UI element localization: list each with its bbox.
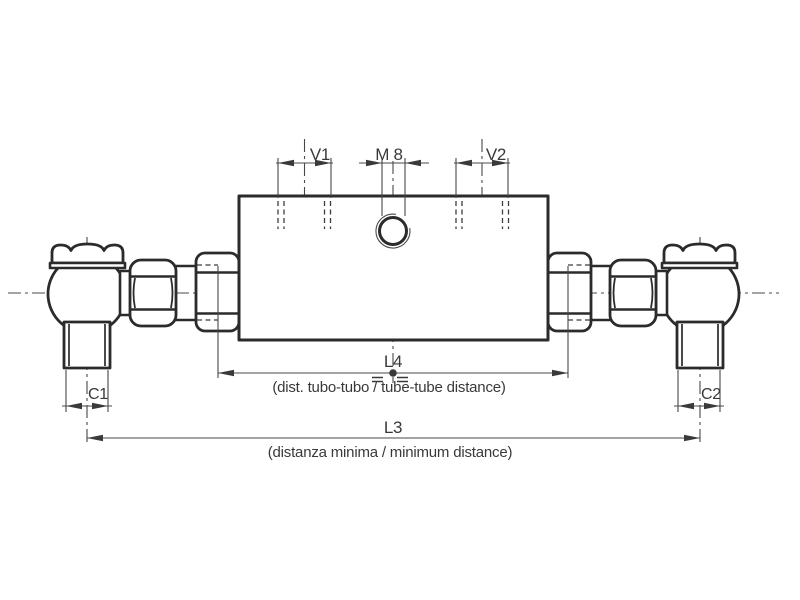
left-stud-thread-lines xyxy=(68,324,106,366)
l3-label: L3 xyxy=(384,418,402,437)
right-ball-joint xyxy=(654,242,741,370)
v2-arrow-right xyxy=(492,159,508,167)
v2-arrow-left xyxy=(456,159,472,167)
l4-equal-mark-right xyxy=(397,376,408,383)
m8-arrow-right xyxy=(405,159,421,167)
v2-extension-lines xyxy=(455,158,509,198)
left-cap-nut xyxy=(50,242,125,265)
dimension-c2: C2 xyxy=(674,370,724,412)
dimension-l4: L4 (dist. tubo-tubo / tube-tube distance… xyxy=(217,266,569,396)
right-tube-bore-hidden xyxy=(568,264,590,321)
l4-arrow-right xyxy=(552,369,568,377)
v1-arrow-right xyxy=(315,159,331,167)
left-neck-lines xyxy=(174,264,200,322)
right-adapter-facets xyxy=(546,271,592,315)
l3-note: (distanza minima / minimum distance) xyxy=(268,444,513,461)
right-neck-lines xyxy=(587,264,614,322)
l4-equal-mark-left xyxy=(372,376,383,383)
right-stud xyxy=(675,320,725,370)
l4-label: L4 xyxy=(384,352,402,371)
l3-arrow-right xyxy=(684,434,700,442)
v1-arrow-left xyxy=(278,159,294,167)
c2-arrow-left xyxy=(678,402,694,410)
dimension-v1: V1 xyxy=(276,145,333,198)
dimension-l3: L3 (distanza minima / minimum distance) xyxy=(87,418,700,461)
m8-label: M 8 xyxy=(375,145,402,164)
left-union-nut-facets xyxy=(130,275,176,311)
right-boss xyxy=(654,269,669,317)
v1-extension-lines xyxy=(277,158,332,198)
left-cap-flange xyxy=(48,261,127,270)
right-union-nut-facets xyxy=(610,275,656,311)
right-cap-nut xyxy=(662,242,737,265)
c1-extension-lines xyxy=(65,370,109,412)
left-union-nut-barrel-arcs xyxy=(132,277,174,309)
c2-arrow-right xyxy=(704,402,720,410)
l3-arrow-left xyxy=(87,434,103,442)
m8-arrow-left xyxy=(366,159,382,167)
l4-extension-lines xyxy=(217,266,569,378)
l4-arrow-left xyxy=(218,369,234,377)
v1-label: V1 xyxy=(310,145,330,164)
m8-thread-arc xyxy=(375,213,411,249)
right-cap-flange xyxy=(660,261,739,270)
c2-extension-lines xyxy=(677,370,721,412)
right-union-nut-barrel-arcs xyxy=(612,277,654,309)
dimension-v2: V2 xyxy=(454,145,510,198)
m8-port-hole xyxy=(378,216,408,246)
right-adapter-hex xyxy=(546,251,593,333)
left-union-nut xyxy=(128,258,178,328)
dimension-m8: M 8 xyxy=(359,145,429,216)
c1-label: C1 xyxy=(88,386,108,403)
c1-arrow-right xyxy=(92,402,108,410)
c2-label: C2 xyxy=(701,386,721,403)
left-tube-bore-hidden xyxy=(197,264,218,321)
v2-label: V2 xyxy=(486,145,506,164)
l4-note: (dist. tubo-tubo / tube-tube distance) xyxy=(272,379,506,396)
right-stud-thread-lines xyxy=(681,324,719,366)
c1-arrow-left xyxy=(66,402,82,410)
m8-extension-lines xyxy=(381,158,406,216)
dimension-c1: C1 xyxy=(62,370,112,412)
main-body xyxy=(237,194,550,342)
left-stud xyxy=(62,320,112,370)
left-ball-joint xyxy=(46,242,133,370)
l4-center-dot xyxy=(389,369,397,377)
right-union-nut xyxy=(608,258,658,328)
